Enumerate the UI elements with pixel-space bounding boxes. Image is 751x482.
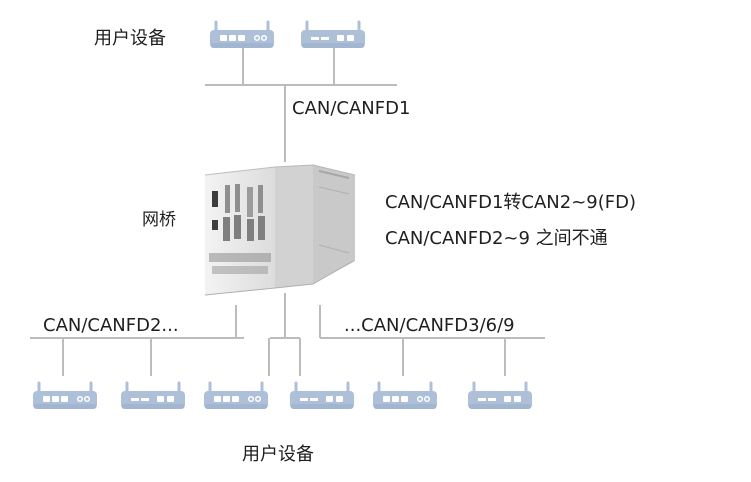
top-user-label: 用户设备: [94, 28, 166, 49]
gateway-device: [204, 164, 356, 296]
description-line-2: CAN/CANFD2~9 之间不通: [385, 228, 608, 249]
bottom-user-device-2: [121, 381, 185, 409]
bottom-user-device-1: [33, 381, 97, 409]
left-bus-label: CAN/CANFD2...: [43, 315, 179, 336]
top-user-device-1: [210, 20, 274, 48]
top-user-device-2: [301, 20, 365, 48]
bottom-user-device-6: [468, 381, 532, 409]
right-bus-label: ...CAN/CANFD3/6/9: [344, 315, 515, 336]
bottom-user-device-3: [204, 381, 268, 409]
bottom-user-label: 用户设备: [242, 444, 314, 465]
bottom-user-device-5: [373, 381, 437, 409]
gateway-label: 网桥: [142, 210, 176, 230]
top-bus-lines: [205, 48, 397, 162]
bottom-user-device-4: [290, 381, 354, 409]
bottom-bus-lines: [30, 293, 545, 376]
description-line-1: CAN/CANFD1转CAN2~9(FD): [385, 192, 637, 213]
top-bus-label: CAN/CANFD1: [292, 98, 411, 119]
